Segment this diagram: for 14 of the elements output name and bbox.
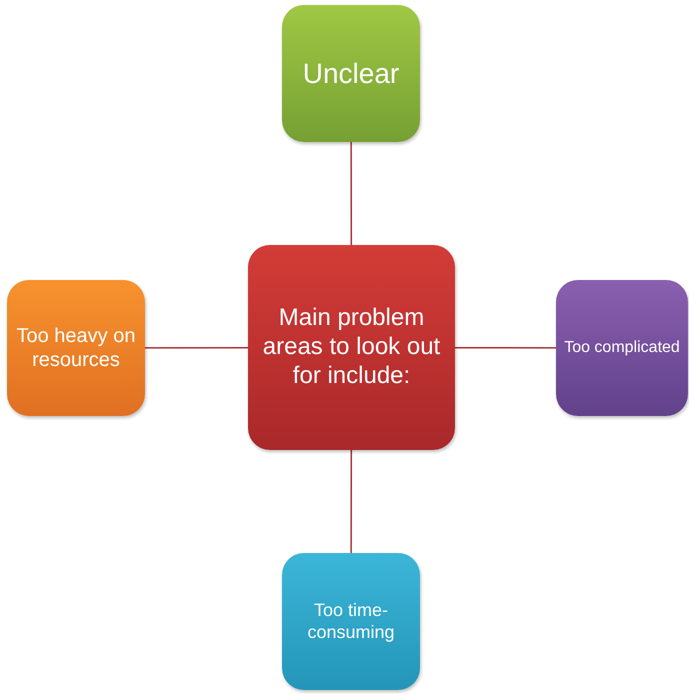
box-label: Unclear [302,56,400,90]
connector-line [350,450,352,553]
connector-line [145,346,248,349]
rounded-box [248,245,455,450]
rounded-box [282,5,420,142]
box-label: Too heavy on resources [16,324,136,372]
rounded-box [556,280,688,416]
rounded-box [282,553,420,690]
box-label: Too complicated [564,338,680,358]
connector-line [350,142,352,245]
rounded-box [7,280,145,416]
connector-line [455,346,556,349]
box-label: Main problem areas to look out for include: [262,304,441,391]
box-label: Too time-consuming [306,600,396,644]
